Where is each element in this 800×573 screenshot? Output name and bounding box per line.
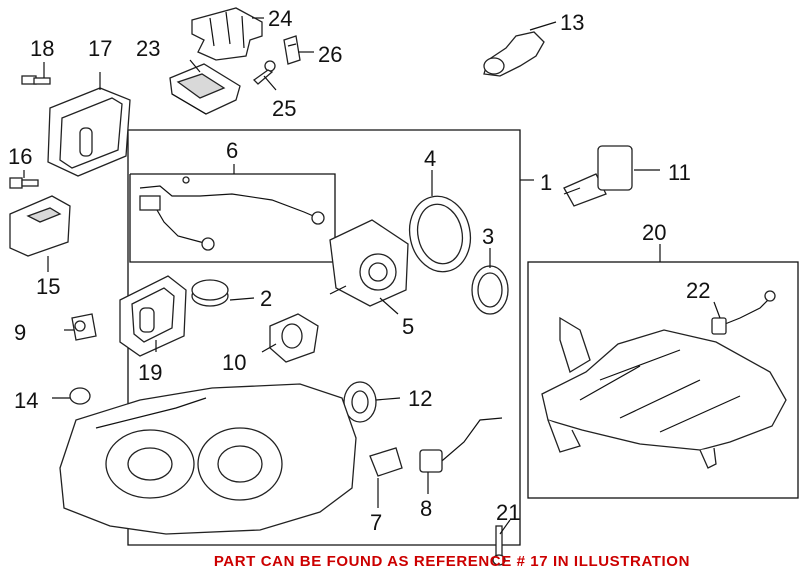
callout-3[interactable]: 3 bbox=[482, 224, 494, 249]
callout-11[interactable]: 11 bbox=[668, 160, 691, 185]
leader-lines bbox=[23, 17, 721, 535]
assembly-frame-20 bbox=[527, 261, 799, 499]
part-25-screw[interactable] bbox=[252, 60, 276, 85]
callout-5[interactable]: 5 bbox=[402, 314, 414, 339]
part-4-seal-ring[interactable] bbox=[403, 191, 477, 278]
callout-17[interactable]: 17 bbox=[88, 36, 112, 61]
part-11-bulb[interactable] bbox=[563, 145, 633, 207]
part-24-bracket[interactable] bbox=[191, 7, 263, 61]
part-19-gasket[interactable] bbox=[119, 275, 187, 357]
part-10-socket[interactable] bbox=[269, 313, 319, 363]
reference-note: PART CAN BE FOUND AS REFERENCE # 17 IN I… bbox=[214, 553, 690, 570]
callout-4[interactable]: 4 bbox=[424, 146, 436, 171]
callouts: 1 2 3 4 5 6 7 8 9 10 11 12 13 14 15 16 1… bbox=[8, 6, 710, 535]
callout-18[interactable]: 18 bbox=[30, 36, 54, 61]
part-15-ballast[interactable] bbox=[9, 195, 71, 257]
callout-10[interactable]: 10 bbox=[222, 350, 246, 375]
callout-26[interactable]: 26 bbox=[318, 42, 342, 67]
part-23-control-module[interactable] bbox=[169, 63, 241, 115]
callout-9[interactable]: 9 bbox=[14, 320, 26, 345]
callout-19[interactable]: 19 bbox=[138, 360, 162, 385]
headlamp-housing[interactable] bbox=[59, 383, 357, 535]
callout-13[interactable]: 13 bbox=[560, 10, 584, 35]
callout-14[interactable]: 14 bbox=[14, 388, 38, 413]
part-17-ballast[interactable] bbox=[47, 87, 131, 177]
part-5-adjuster-motor[interactable] bbox=[329, 219, 409, 307]
callout-25[interactable]: 25 bbox=[272, 96, 296, 121]
part-7-bulb[interactable] bbox=[369, 447, 403, 477]
part-6-level-sensor[interactable] bbox=[139, 176, 325, 251]
callout-1[interactable]: 1 bbox=[540, 170, 552, 195]
part-13-bulb[interactable] bbox=[483, 31, 545, 77]
callout-22[interactable]: 22 bbox=[686, 278, 710, 303]
part-8-wiring-socket[interactable] bbox=[419, 417, 503, 473]
part-12-socket[interactable] bbox=[343, 381, 377, 423]
callout-16[interactable]: 16 bbox=[8, 144, 32, 169]
callout-8[interactable]: 8 bbox=[420, 496, 432, 521]
part-21-stud[interactable] bbox=[492, 525, 506, 566]
callout-24[interactable]: 24 bbox=[268, 6, 292, 31]
part-3-seal-ring[interactable] bbox=[471, 265, 509, 315]
callout-2[interactable]: 2 bbox=[260, 286, 272, 311]
callout-21[interactable]: 21 bbox=[496, 500, 520, 525]
part-14-cap[interactable] bbox=[69, 387, 91, 405]
callout-6[interactable]: 6 bbox=[226, 138, 238, 163]
part-26-clip[interactable] bbox=[283, 35, 301, 65]
part-20-housing-cover[interactable] bbox=[541, 316, 787, 469]
part-2-cap[interactable] bbox=[191, 279, 229, 307]
callout-12[interactable]: 12 bbox=[408, 386, 432, 411]
callout-7[interactable]: 7 bbox=[370, 510, 382, 535]
part-18-bolt[interactable] bbox=[21, 75, 51, 85]
callout-23[interactable]: 23 bbox=[136, 36, 160, 61]
part-22-connector[interactable] bbox=[711, 290, 776, 335]
part-9-bulb[interactable] bbox=[71, 313, 97, 341]
callout-15[interactable]: 15 bbox=[36, 274, 60, 299]
part-16-bolt[interactable] bbox=[9, 177, 39, 189]
callout-20[interactable]: 20 bbox=[642, 220, 666, 245]
